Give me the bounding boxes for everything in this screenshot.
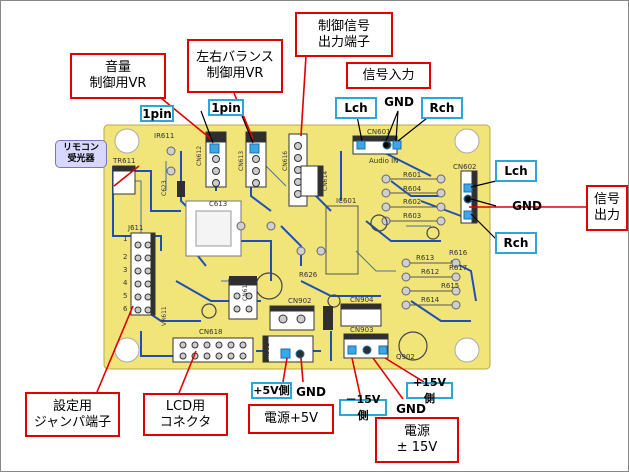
silk-ir611: IR611 bbox=[154, 132, 174, 140]
remocon-receiver bbox=[112, 165, 136, 195]
label-gnd-out: GND bbox=[512, 199, 542, 213]
connector-cn618-lcd bbox=[172, 337, 254, 363]
label-power-5v: 電源+5V bbox=[248, 404, 334, 434]
silk-cn901: CN901 bbox=[264, 343, 271, 363]
silk-pin-5: 5 bbox=[123, 292, 127, 300]
silk-j611: J611 bbox=[127, 224, 143, 232]
label-minus15v-side: －15V側 bbox=[339, 393, 387, 422]
connector-cn613 bbox=[245, 131, 267, 188]
dark-blocks bbox=[177, 181, 333, 330]
label-signal-output: 信号 出力 bbox=[586, 185, 628, 231]
connector-j611 bbox=[130, 232, 156, 316]
callout-lines-black bbox=[200, 110, 497, 240]
silk-cn613: CN613 bbox=[238, 151, 245, 171]
connector-cn904 bbox=[340, 303, 382, 327]
connector-cn902 bbox=[269, 305, 315, 331]
silk-q902: Q902 bbox=[396, 353, 415, 361]
silk-r615: R615 bbox=[441, 282, 459, 290]
connector-cn612 bbox=[205, 131, 227, 188]
silk-cn902: CN902 bbox=[288, 297, 312, 305]
label-signal-input: 信号入力 bbox=[346, 62, 431, 89]
silk-r602: R602 bbox=[403, 198, 421, 206]
label-plus15v-side: +15V側 bbox=[406, 376, 453, 405]
silk-cn615: CN615 bbox=[242, 281, 249, 301]
silk-tr611: TR611 bbox=[112, 157, 136, 165]
pcb-traces bbox=[112, 140, 477, 361]
ic601-outline bbox=[325, 205, 359, 275]
pin-markers bbox=[209, 140, 473, 359]
label-volume-vr: 音量 制御用VR bbox=[70, 53, 166, 99]
label-1pin-balance: 1pin bbox=[208, 99, 244, 116]
silk-r626: R626 bbox=[299, 271, 318, 279]
silk-cn903: CN903 bbox=[350, 326, 374, 334]
resistor-pads bbox=[166, 146, 461, 310]
capacitors bbox=[201, 214, 440, 361]
silk-c623: C623 bbox=[161, 180, 168, 196]
silk-pin-3: 3 bbox=[123, 266, 127, 274]
silk-r603: R603 bbox=[403, 212, 421, 220]
silk-ic601: IC601 bbox=[336, 197, 356, 205]
silk-r601: R601 bbox=[403, 171, 421, 179]
label-lch-out: Lch bbox=[495, 160, 537, 182]
label-1pin-volume: 1pin bbox=[140, 105, 174, 122]
silk-r613: R613 bbox=[416, 254, 434, 262]
label-gnd-5v: GND bbox=[296, 385, 326, 399]
silk-r614: R614 bbox=[421, 296, 440, 304]
silk-cn602: CN602 bbox=[453, 163, 477, 171]
silk-cn618: CN618 bbox=[199, 328, 223, 336]
silk-pin-1: 1 bbox=[123, 235, 127, 243]
label-lch-in: Lch bbox=[335, 97, 377, 119]
pcb-board bbox=[103, 124, 491, 370]
silk-cn904: CN904 bbox=[350, 296, 374, 304]
silk-r612: R612 bbox=[421, 268, 439, 276]
silk-cn616: CN616 bbox=[282, 151, 289, 171]
silk-r604: R604 bbox=[403, 185, 422, 193]
silk-pin-2: 2 bbox=[123, 253, 127, 261]
mounting-holes bbox=[114, 128, 480, 363]
connector-cn614 bbox=[300, 165, 324, 197]
label-plus5v-side: +5V側 bbox=[251, 382, 292, 399]
silk-r617: R617 bbox=[449, 264, 467, 272]
silk-cn614: CN614 bbox=[322, 171, 329, 191]
silk-audio-in: Audio IN bbox=[369, 157, 398, 165]
silk-pin-4: 4 bbox=[123, 279, 128, 287]
label-gnd-in: GND bbox=[384, 95, 414, 109]
label-control-output: 制御信号 出力端子 bbox=[295, 12, 393, 57]
silk-cn612: CN612 bbox=[196, 146, 203, 166]
qfp-chip bbox=[185, 200, 242, 257]
label-jumper: 設定用 ジャンパ端子 bbox=[25, 392, 120, 437]
callout-lines bbox=[96, 55, 587, 400]
silk-pin-6: 6 bbox=[123, 305, 128, 313]
silk-cn601: CN601 bbox=[367, 128, 391, 136]
silk-r616: R616 bbox=[449, 249, 468, 257]
label-rch-out: Rch bbox=[495, 232, 537, 254]
silk-vr611: VR611 bbox=[161, 306, 168, 326]
label-gnd-15v: GND bbox=[396, 402, 426, 416]
label-remocon: リモコン 受光器 bbox=[55, 140, 107, 168]
label-rch-in: Rch bbox=[421, 97, 463, 119]
silk-c613: C613 bbox=[209, 200, 227, 208]
label-balance-vr: 左右バランス 制御用VR bbox=[187, 39, 283, 93]
label-lcd-connector: LCD用 コネクタ bbox=[143, 393, 228, 436]
label-power-15v: 電源 ± 15V bbox=[375, 417, 459, 463]
